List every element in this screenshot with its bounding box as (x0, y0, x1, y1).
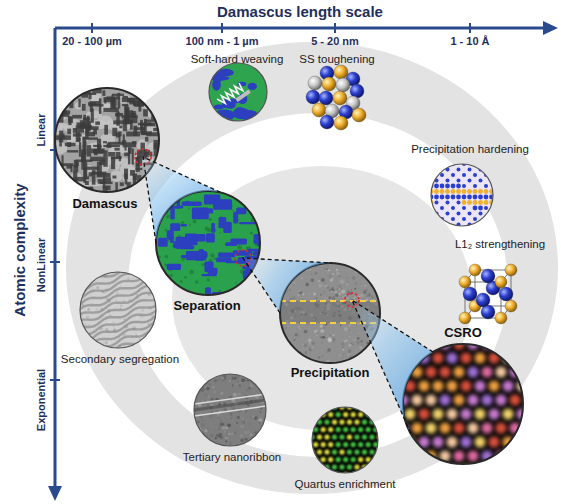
axis-line (55, 27, 546, 30)
figure-art (55, 88, 159, 192)
tick-label: 5 - 20 nm (311, 35, 359, 48)
stage-label: CSRO (444, 326, 482, 341)
micrograph-circle: Separation (156, 191, 260, 295)
zoom-marker (135, 149, 151, 165)
figure-art (457, 264, 517, 324)
category-label: Exponential (35, 369, 48, 431)
axis-arrowhead (543, 21, 558, 35)
micrograph-circle: Damascus (55, 88, 159, 192)
axis-line (54, 28, 57, 488)
micrograph-circle: CSRO (403, 344, 523, 464)
tick-label: 100 nm - 1 µm (186, 35, 259, 48)
axis-title: Atomic complexity (11, 183, 28, 316)
mechanism-label: Quartus enrichment (295, 478, 396, 491)
mechanism-label: L1₂ strengthening (455, 238, 545, 251)
zoom-marker (345, 293, 359, 307)
category-label: NonLinear (35, 238, 48, 292)
figure-art (306, 66, 368, 128)
lattice-circle: Precipitation hardening (431, 164, 493, 226)
figure-art (80, 272, 156, 348)
outer-ring (66, 42, 558, 494)
micrograph-circle: Tertiary nanoribbon (194, 374, 266, 446)
figure-art (194, 374, 266, 446)
figure-art (431, 164, 493, 226)
category-label: Linear (35, 113, 48, 146)
axis-arrowhead (48, 486, 62, 501)
weaving-figure: Soft-hard weaving (209, 63, 267, 121)
atom-cluster: SS toughening (306, 66, 368, 128)
stage-label: Separation (173, 299, 240, 314)
micrograph-circle: Secondary segregation (80, 272, 156, 348)
mechanism-label: Secondary segregation (61, 353, 179, 366)
mechanism-label: Precipitation hardening (411, 143, 529, 156)
figure-art (156, 191, 260, 295)
figure-art (403, 344, 523, 464)
micrograph-circle: Quartus enrichment (312, 407, 378, 473)
mechanism-label: Tertiary nanoribbon (183, 451, 281, 464)
axis-title: Damascus length scale (217, 3, 383, 20)
zoom-marker (235, 250, 251, 266)
stage-label: Precipitation (291, 366, 370, 381)
mechanism-label: SS toughening (299, 53, 374, 66)
axis-ticks (50, 23, 470, 380)
tick-label: 20 - 100 µm (62, 35, 122, 48)
tick-label: 1 - 10 Å (450, 35, 489, 48)
unit-cell: L1₂ strengthening (457, 264, 517, 324)
figure-art (312, 407, 378, 473)
mechanism-label: Soft-hard weaving (191, 53, 284, 66)
figure-art (209, 63, 267, 121)
stage-label: Damascus (72, 197, 137, 212)
